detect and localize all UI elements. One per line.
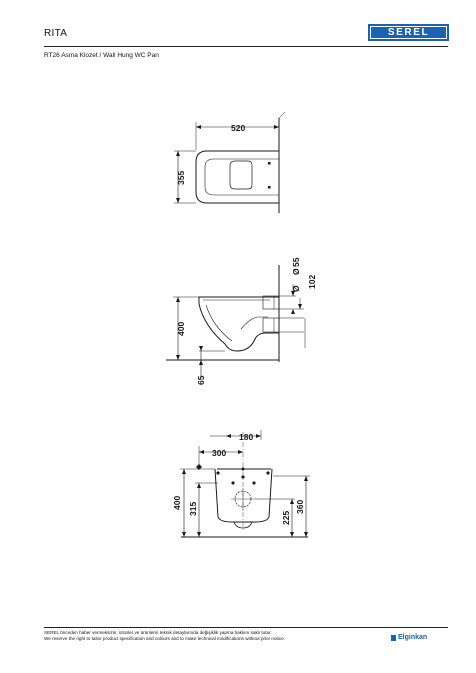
footer-disclaimer-tr: SEREL önceden haber vermeksizin, ürünler…: [44, 630, 272, 635]
dim-side-height: 400: [176, 322, 186, 336]
header-divider: [44, 46, 448, 47]
footer-disclaimer-en: We reserve the right to tailor product s…: [44, 636, 285, 641]
elginkan-mark-icon: [391, 635, 396, 641]
front-view: [180, 430, 310, 538]
side-view: [166, 265, 306, 378]
dim-front-outlet: 360: [295, 500, 305, 514]
dim-side-floor: 65: [196, 375, 206, 385]
dim-front-left: 300: [212, 448, 226, 458]
dim-side-pipe-large: 102: [307, 275, 317, 289]
dim-top-depth: 355: [176, 171, 186, 185]
logo-text: SEREL: [387, 27, 430, 38]
dim-top-width: 520: [231, 123, 245, 133]
dim-front-height: 400: [172, 496, 182, 510]
dim-front-inner: 315: [188, 502, 198, 516]
dim-side-diameter-symbol-1: Ø: [291, 268, 301, 275]
top-view: [174, 111, 286, 213]
dim-front-drain: 225: [281, 511, 291, 525]
serel-logo: SEREL: [368, 24, 449, 41]
product-subtitle: RT26 Asma Klozet / Wall Hung WC Pan: [44, 52, 159, 59]
company-name: Elginkan: [398, 634, 428, 641]
footer-divider: [44, 627, 448, 628]
dim-side-diameter-symbol-2: Ø: [291, 285, 301, 292]
page-title: RITA: [44, 28, 68, 39]
dim-front-right: 180: [239, 432, 253, 442]
dim-side-pipe-small: 55: [291, 257, 301, 267]
